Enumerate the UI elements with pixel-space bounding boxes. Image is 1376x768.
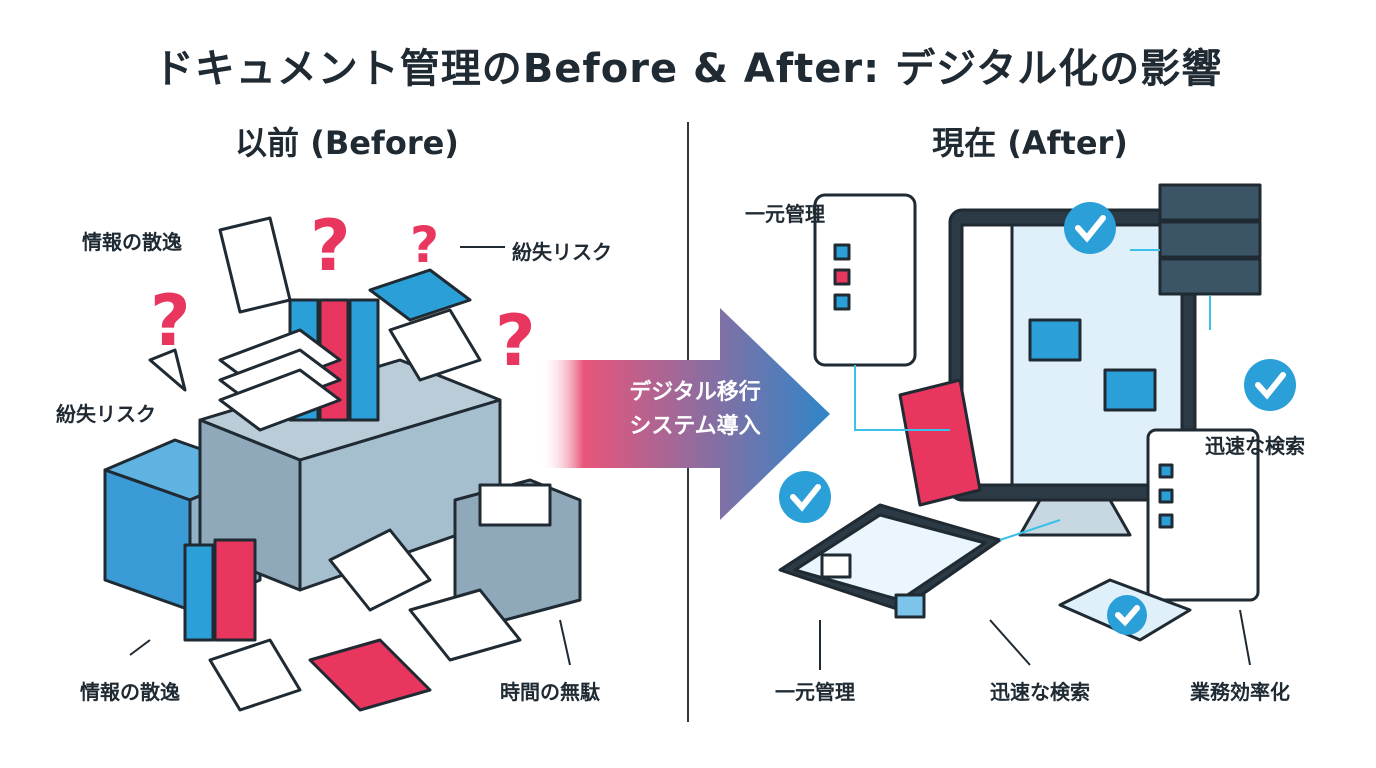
svg-text:?: ? xyxy=(495,300,536,382)
page-title: ドキュメント管理のBefore & After: デジタル化の影響 xyxy=(153,46,1223,92)
cluttered-desk-illustration xyxy=(103,216,582,712)
before-label-loss-risk-2: 紛失リスク xyxy=(56,402,156,426)
transition-label: デジタル移行 システム導入 xyxy=(575,376,815,444)
after-label-centralized: 一元管理 xyxy=(745,202,825,226)
svg-text:?: ? xyxy=(410,216,439,274)
after-label-centralized-2: 一元管理 xyxy=(775,680,855,704)
after-heading: 現在 (After) xyxy=(932,124,1128,162)
svg-text:?: ? xyxy=(150,280,191,362)
before-heading: 以前 (Before) xyxy=(235,124,459,162)
after-label-quick-search: 迅速な検索 xyxy=(1205,434,1305,458)
before-label-scattered-info-2: 情報の散逸 xyxy=(80,680,180,704)
before-label-scattered-info: 情報の散逸 xyxy=(82,230,182,254)
question-mark-icons: ? ? ? ? xyxy=(150,205,536,382)
transition-line-2: システム導入 xyxy=(629,414,761,439)
label-pointers xyxy=(129,246,1251,670)
svg-text:?: ? xyxy=(310,205,351,287)
after-label-quick-search-2: 迅速な検索 xyxy=(990,680,1090,704)
before-label-wasted-time: 時間の無駄 xyxy=(500,680,600,704)
before-label-loss-risk: 紛失リスク xyxy=(512,240,612,264)
after-label-efficiency: 業務効率化 xyxy=(1190,680,1290,704)
digital-system-illustration xyxy=(778,183,1262,642)
check-circle-icons xyxy=(779,202,1296,635)
connector-lines xyxy=(854,249,1211,541)
transition-arrow xyxy=(540,308,830,520)
transition-line-1: デジタル移行 xyxy=(629,380,761,405)
